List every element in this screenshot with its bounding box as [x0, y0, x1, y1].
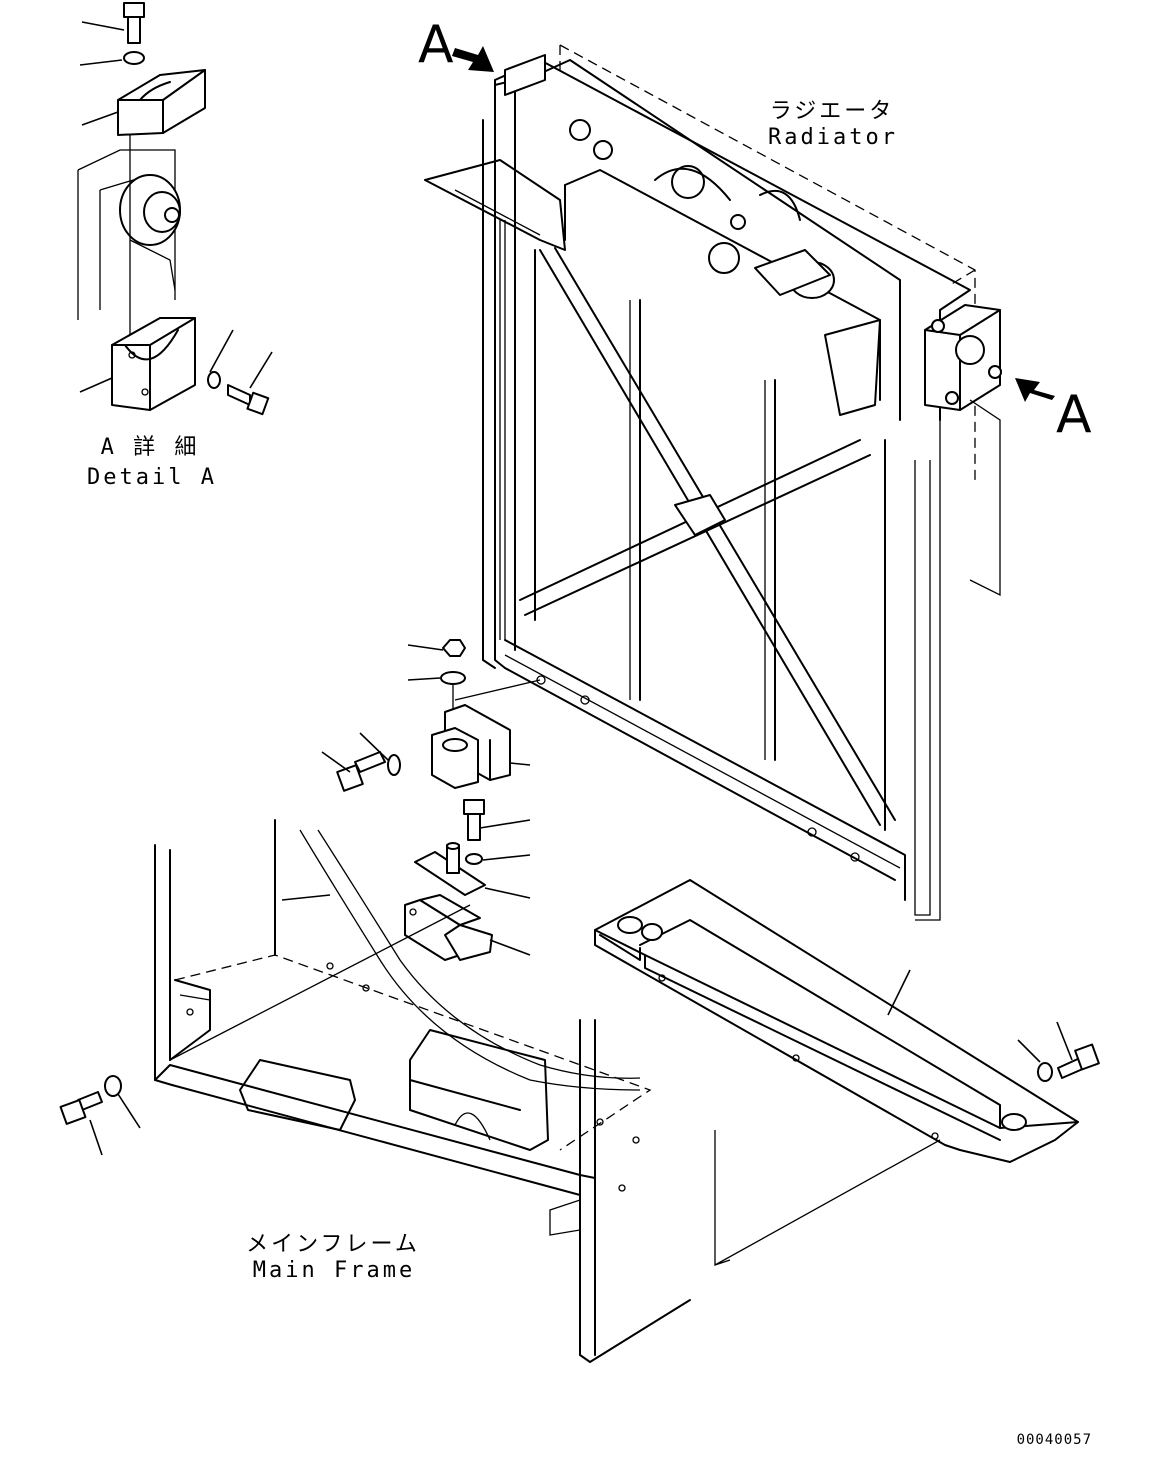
- view-a-right-label: A: [1056, 385, 1092, 445]
- vertical-bolt-icon: [463, 799, 485, 841]
- main-frame-label-en: Main Frame: [253, 1258, 415, 1283]
- washer-pin-icon: [465, 853, 483, 865]
- mount-block-icon: [431, 704, 511, 789]
- frame-washer-icon: [104, 1075, 122, 1097]
- cover-washer-icon: [1037, 1062, 1053, 1082]
- detail-lower-bolt-icon: [227, 384, 270, 416]
- view-arrow-right-icon: [1015, 378, 1055, 402]
- cover-plate-icon: [594, 879, 1079, 1163]
- side-bolt-icon: [336, 751, 386, 792]
- pin-plate-icon: [414, 842, 486, 896]
- view-a-top-label: A: [418, 15, 454, 75]
- detail-a-label-en: Detail A: [87, 465, 217, 490]
- nut-icon: [442, 639, 466, 657]
- radiator-assembly: A A ラジエータ Radiator: [418, 15, 1092, 921]
- cover-bolt-icon: [1057, 1043, 1100, 1079]
- right-mount-bracket-icon: [924, 304, 1002, 411]
- upper-clamp-icon: [117, 69, 206, 136]
- bottom-mount-hardware: [321, 639, 541, 961]
- detail-lower-washer-icon: [207, 371, 221, 389]
- washer-top-icon: [440, 671, 466, 685]
- main-frame-assembly: メインフレーム Main Frame: [59, 819, 691, 1363]
- lower-clamp-icon: [111, 317, 196, 411]
- frame-bolt-icon: [59, 1091, 103, 1125]
- main-frame-label-jp: メインフレーム: [246, 1232, 420, 1257]
- detail-a-assembly: A 詳 細 Detail A: [77, 2, 273, 490]
- radiator-label-en: Radiator: [768, 125, 898, 150]
- washer-side-icon: [387, 754, 401, 776]
- view-arrow-top-icon: [452, 46, 494, 72]
- drawing-number: 00040057: [1017, 1432, 1092, 1448]
- lower-bracket-icon: [404, 894, 493, 961]
- cover-plate-assembly: [594, 879, 1100, 1267]
- cross-brace-icon: [519, 247, 896, 826]
- detail-a-label-jp: A 詳 細: [101, 435, 200, 460]
- bearing-icon: [119, 174, 181, 246]
- radiator-label-jp: ラジエータ: [770, 99, 895, 124]
- top-tank-icon: [504, 54, 901, 421]
- detail-washer-icon: [123, 51, 145, 65]
- detail-bolt-icon: [123, 2, 145, 44]
